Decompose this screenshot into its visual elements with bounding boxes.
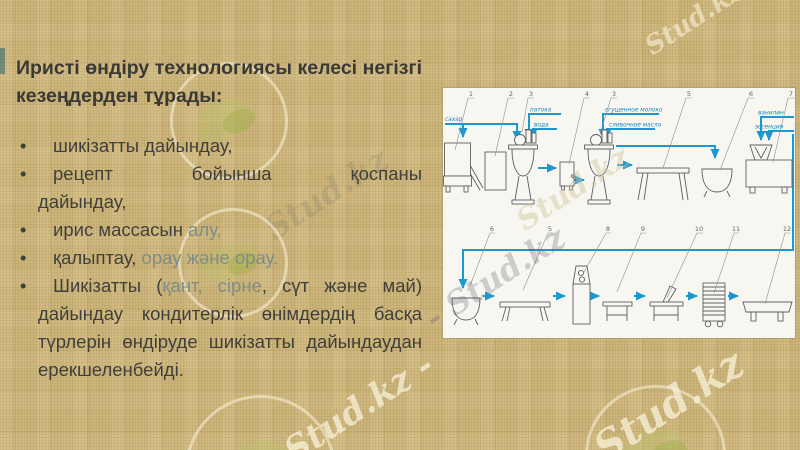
chute-table [649,285,684,321]
equipment-number: 7 [789,90,793,98]
label-vanillin: ванилин [758,111,784,117]
studkz-logo-watermark-icon [185,395,336,450]
studkz-logo-watermark-icon [585,385,726,450]
equipment-number: 2 [509,90,513,98]
text-column: Иристі өндіру технологиясы келесі негізг… [16,54,422,384]
iris-production-flow-diagram: 1 2 3 4 3 5 6 7 6 5 8 9 10 11 12 сахар п… [443,90,794,328]
equipment-number: 5 [687,90,691,98]
equipment-number: 11 [732,225,740,233]
bullet-icon: • [20,247,27,268]
bullet-icon: • [20,135,27,156]
work-stool-table [602,301,633,321]
low-tray-table [742,301,793,322]
leaf-icon [643,434,692,450]
ingredient-labels: сахар патока вода сгущенное молоко сливо… [445,108,784,131]
scales-cabinet [484,151,507,191]
tempering-machine [745,144,793,194]
label-essence: эссенция [755,125,784,131]
open-kettle-bowl [701,168,733,198]
equipment-number-leaders [454,97,794,305]
edge-mark [0,48,5,74]
equipment-numbers: 1 2 3 4 3 5 6 7 6 5 8 9 10 11 12 [469,90,793,233]
pump [559,161,575,191]
equipment-number: 6 [490,225,494,233]
equipment-number: 3 [612,90,616,98]
equipment-number: 10 [695,225,703,233]
studkz-watermark-text: Stud.kz [585,339,753,450]
mixer-kettle [584,129,614,205]
cooling-table [499,301,551,322]
list-item: • қалыптау, орау және орау. [16,244,422,272]
bullet-icon: • [20,275,27,296]
sifter-hopper [443,142,484,193]
label-sugar: сахар [445,117,463,123]
cooling-table [636,167,690,201]
mixer-kettle [508,129,538,205]
wrapping-machine [572,265,591,325]
tray-rack-trolley [702,282,726,328]
equipment-number: 8 [606,225,610,233]
list-item: • шикізатты дайындау, [16,132,422,160]
slide-title: Иристі өндіру технологиясы келесі негізг… [16,57,422,107]
label-molasses: патока [530,108,552,114]
equipment-number: 12 [783,225,791,233]
equipment-number: 3 [529,90,533,98]
list-item: • Шикізатты (қант, сірне, сүт және май) … [16,272,422,384]
studkz-watermark-text: Stud.kz - Stud. [640,0,800,62]
open-kettle-bowl [451,297,481,326]
leaf-icon [606,417,693,450]
bullet-list: • шикізатты дайындау, • рецепт бойынша қ… [16,132,422,384]
label-condensed-milk: сгущенное молоко [605,108,663,114]
equipment-number: 5 [548,225,552,233]
equipment-number: 6 [749,90,753,98]
list-item: • ирис массасын алу, [16,216,422,244]
equipment-number: 1 [469,90,473,98]
equipment-number: 4 [585,90,589,98]
label-water: вода [534,123,549,129]
equipment-number: 9 [641,225,645,233]
bullet-icon: • [20,163,27,184]
process-diagram-panel: 1 2 3 4 3 5 6 7 6 5 8 9 10 11 12 сахар п… [443,88,795,338]
bullet-icon: • [20,219,27,240]
label-butter: сливочное масло [609,123,662,129]
leaf-icon [207,429,301,450]
pipes [445,113,794,301]
